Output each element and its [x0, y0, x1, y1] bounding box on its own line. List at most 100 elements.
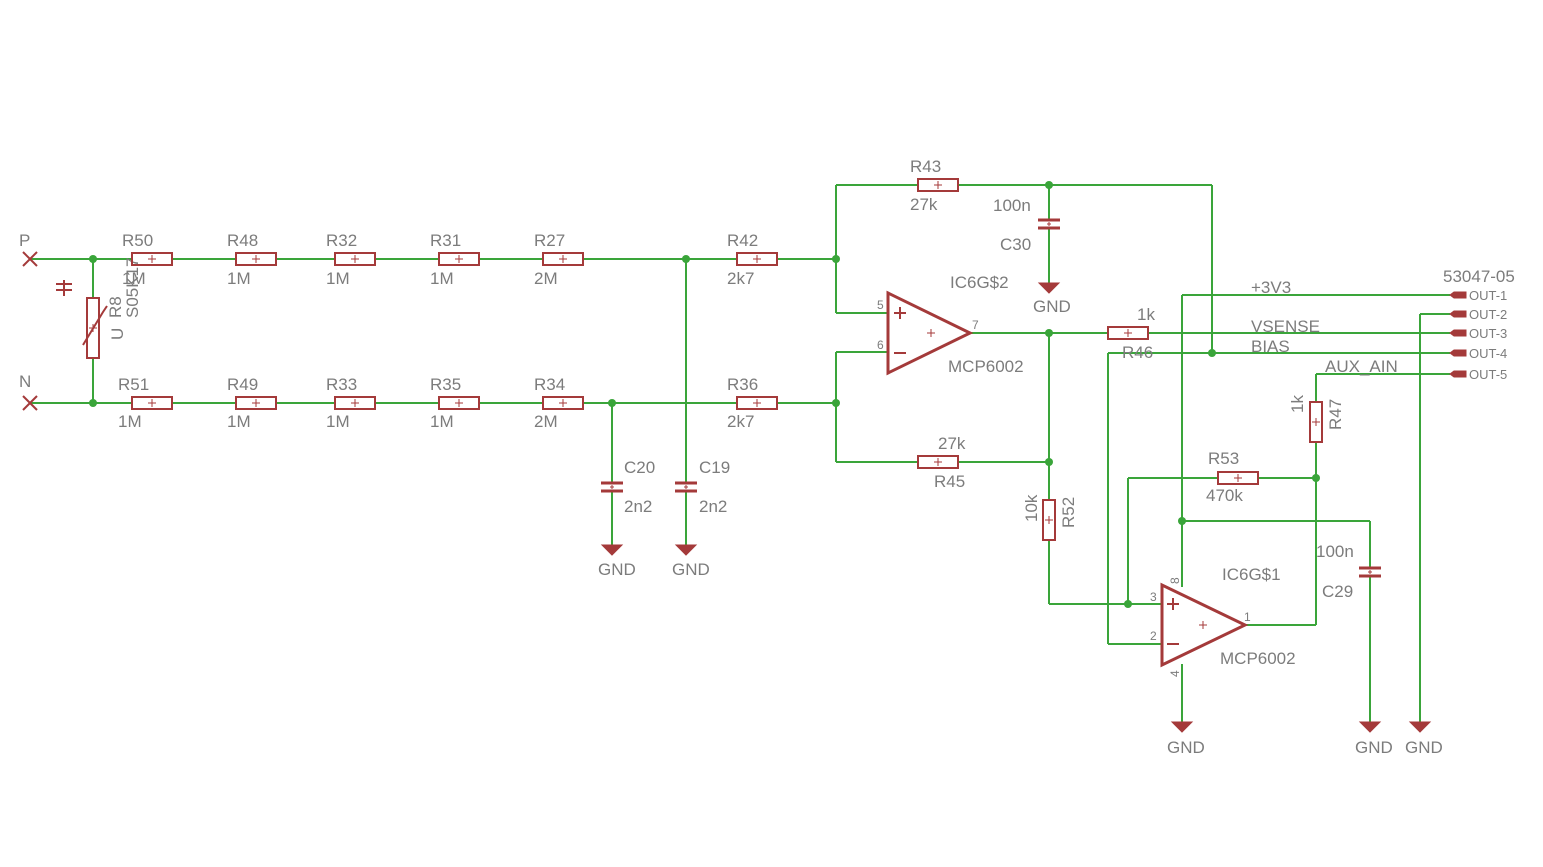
svg-text:1M: 1M — [227, 269, 251, 288]
resistor-r43: R43 27k — [910, 157, 959, 214]
ground-opamp1: GND — [1167, 721, 1205, 757]
svg-text:7: 7 — [972, 318, 979, 332]
svg-text:1M: 1M — [430, 269, 454, 288]
gnd-label: GND — [598, 560, 636, 579]
svg-text:R27: R27 — [534, 231, 565, 250]
svg-text:R51: R51 — [118, 375, 149, 394]
svg-text:R52: R52 — [1059, 497, 1078, 528]
connector-pin: OUT-5 — [1469, 367, 1507, 382]
svg-text:2n2: 2n2 — [624, 497, 652, 516]
svg-text:R48: R48 — [227, 231, 258, 250]
gnd-label: GND — [1033, 297, 1071, 316]
svg-text:470k: 470k — [1206, 486, 1243, 505]
svg-text:2M: 2M — [534, 412, 558, 431]
svg-text:2n2: 2n2 — [699, 497, 727, 516]
resistor-r47: 1k R47 — [1288, 395, 1345, 443]
svg-text:R32: R32 — [326, 231, 357, 250]
capacitor-c30: 100n C30 GND — [993, 196, 1071, 316]
resistor-r53: R53 470k — [1206, 449, 1259, 505]
svg-text:R49: R49 — [227, 375, 258, 394]
resistor-r36: R36 2k7 — [727, 375, 778, 431]
svg-text:MCP6002: MCP6002 — [948, 357, 1024, 376]
svg-text:R34: R34 — [534, 375, 565, 394]
net-vsense: VSENSE — [1251, 317, 1320, 336]
svg-text:C29: C29 — [1322, 582, 1353, 601]
resistor-r32: R32 1M — [326, 231, 376, 288]
gnd-label: GND — [672, 560, 710, 579]
svg-text:R35: R35 — [430, 375, 461, 394]
input-n-label: N — [19, 372, 31, 391]
connector-pin: OUT-4 — [1469, 346, 1507, 361]
resistor-r34: R34 2M — [534, 375, 584, 431]
capacitor-c29: 100n C29 — [1316, 542, 1383, 601]
svg-text:R33: R33 — [326, 375, 357, 394]
resistor-r45: 27k R45 — [917, 434, 966, 491]
svg-text:1M: 1M — [118, 412, 142, 431]
svg-text:C20: C20 — [624, 458, 655, 477]
svg-text:27k: 27k — [938, 434, 966, 453]
resistor-r31: R31 1M — [430, 231, 480, 288]
ground-out2: GND — [1405, 721, 1443, 757]
resistor-r42: R42 2k7 — [727, 231, 778, 288]
svg-text:IC6G$1: IC6G$1 — [1222, 565, 1281, 584]
connector-pin: OUT-2 — [1469, 307, 1507, 322]
connector-53047: 53047-05 OUT-1 OUT-2 OUT-3 OUT-4 OUT-5 — [1443, 267, 1515, 382]
svg-text:1M: 1M — [227, 412, 251, 431]
svg-text:C30: C30 — [1000, 235, 1031, 254]
resistor-r51: R51 1M — [118, 375, 173, 431]
svg-text:MCP6002: MCP6002 — [1220, 649, 1296, 668]
resistor-r49: R49 1M — [227, 375, 277, 431]
capacitor-c20: C20 2n2 GND — [598, 458, 655, 579]
input-p-label: P — [19, 231, 30, 250]
svg-text:R45: R45 — [934, 472, 965, 491]
input-p: P — [19, 231, 38, 267]
svg-text:2k7: 2k7 — [727, 269, 754, 288]
svg-text:R43: R43 — [910, 157, 941, 176]
resistor-r33: R33 1M — [326, 375, 376, 431]
svg-text:8: 8 — [1168, 577, 1182, 584]
svg-text:27k: 27k — [910, 195, 938, 214]
svg-text:2M: 2M — [534, 269, 558, 288]
svg-text:GND: GND — [1405, 738, 1443, 757]
varistor-name: R8 — [106, 296, 125, 318]
svg-text:1: 1 — [1244, 610, 1251, 624]
net-supply: +3V3 — [1251, 278, 1291, 297]
connector-pin: OUT-1 — [1469, 288, 1507, 303]
opamp-ic6g1: 3 2 1 8 4 IC6G$1 MCP6002 — [1150, 565, 1296, 677]
resistor-r46: 1k R46 — [1107, 305, 1155, 362]
net-aux: AUX_AIN — [1325, 357, 1398, 376]
svg-text:1M: 1M — [430, 412, 454, 431]
resistor-r52: 10k R52 — [1022, 494, 1078, 541]
varistor-marker-icon — [56, 280, 72, 296]
svg-text:2k7: 2k7 — [727, 412, 754, 431]
connector-name: 53047-05 — [1443, 267, 1515, 286]
svg-text:100n: 100n — [1316, 542, 1354, 561]
svg-text:R53: R53 — [1208, 449, 1239, 468]
junctions — [89, 181, 1320, 608]
svg-text:R50: R50 — [122, 231, 153, 250]
resistor-r27: R27 2M — [534, 231, 584, 288]
ground-c29: GND — [1355, 721, 1393, 757]
svg-text:1M: 1M — [326, 412, 350, 431]
net-labels: +3V3 VSENSE BIAS AUX_AIN — [1251, 278, 1398, 376]
resistor-r35: R35 1M — [430, 375, 480, 431]
svg-text:C19: C19 — [699, 458, 730, 477]
connector-pin: OUT-3 — [1469, 326, 1507, 341]
svg-text:1k: 1k — [1137, 305, 1155, 324]
svg-text:GND: GND — [1167, 738, 1205, 757]
varistor-value: S05K17 — [123, 258, 142, 319]
capacitor-c19: C19 2n2 GND — [672, 458, 730, 579]
svg-text:1k: 1k — [1288, 395, 1307, 413]
opamp-ic6g2: 5 6 7 IC6G$2 MCP6002 — [877, 273, 1024, 376]
input-n: N — [19, 372, 38, 411]
svg-text:5: 5 — [877, 298, 884, 312]
svg-text:4: 4 — [1168, 670, 1182, 677]
svg-text:R36: R36 — [727, 375, 758, 394]
svg-text:100n: 100n — [993, 196, 1031, 215]
svg-text:1M: 1M — [122, 269, 146, 288]
svg-text:R31: R31 — [430, 231, 461, 250]
varistor-symbol: U — [108, 328, 127, 340]
svg-text:R47: R47 — [1326, 399, 1345, 430]
net-bias: BIAS — [1251, 337, 1290, 356]
